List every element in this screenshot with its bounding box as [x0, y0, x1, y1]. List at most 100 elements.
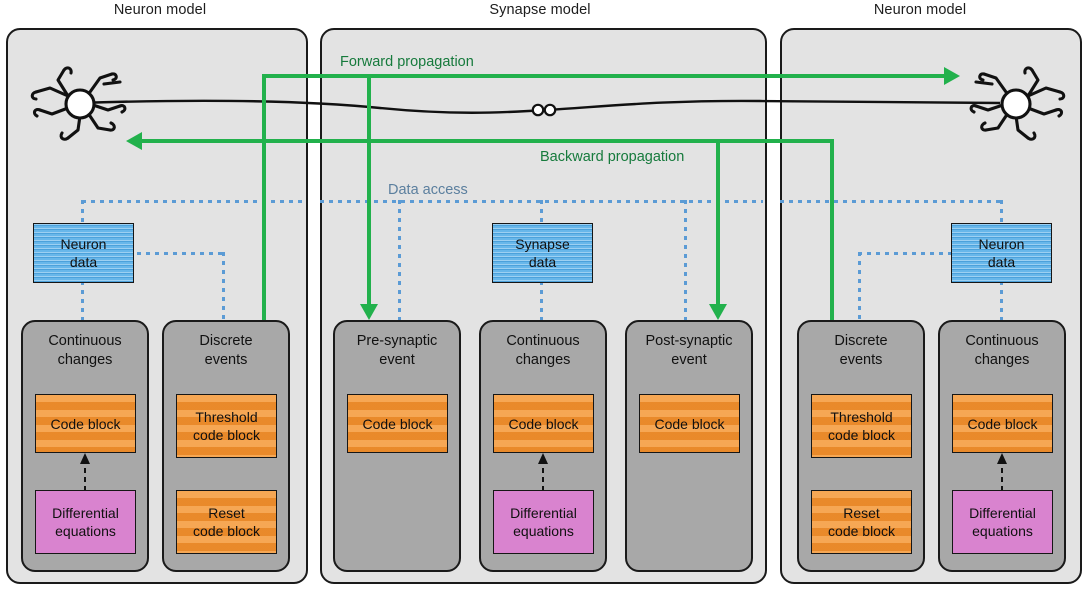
- subpanel-title: Continuous changes: [481, 332, 605, 370]
- block-label-line1: Reset: [208, 505, 245, 521]
- data-link-right-neurondata-down: [1000, 281, 1003, 321]
- block-label-line1: Neuron: [60, 236, 107, 252]
- title-line2: event: [379, 352, 415, 368]
- data-link-left-neurondata-down: [81, 281, 84, 321]
- title-line1: Continuous: [48, 333, 122, 349]
- forward-presynaptic-arrowhead: [360, 304, 378, 320]
- label-backward-propagation: Backward propagation: [540, 149, 685, 165]
- subpanel-title: Discrete events: [164, 332, 288, 370]
- data-link-left-to-discrete-h: [128, 252, 224, 255]
- dependency-arrow: [80, 453, 90, 491]
- block-left-neuron-data[interactable]: Neuron data: [33, 223, 134, 283]
- block-label-line2: equations: [513, 523, 574, 539]
- block-label-line1: Differential: [510, 505, 577, 521]
- block-code-block[interactable]: Code block: [493, 394, 594, 453]
- block-differential-equations[interactable]: Differential equations: [493, 490, 594, 554]
- label-forward-propagation: Forward propagation: [340, 54, 474, 70]
- subpanel-title: Continuous changes: [940, 332, 1064, 370]
- block-synapse-data[interactable]: Synapse data: [492, 223, 593, 283]
- block-differential-equations[interactable]: Differential equations: [35, 490, 136, 554]
- title-line1: Discrete: [834, 333, 888, 349]
- block-label: Code block: [508, 415, 579, 432]
- block-right-neuron-data[interactable]: Neuron data: [951, 223, 1052, 283]
- block-label-line1: Differential: [969, 505, 1036, 521]
- forward-propagation-arrowhead: [944, 67, 960, 85]
- subpanel-title: Discrete events: [799, 332, 923, 370]
- block-reset-code-block[interactable]: Reset code block: [811, 490, 912, 554]
- subpanel-pre-synaptic-event: Pre-synaptic event Code block: [333, 320, 461, 572]
- data-link-presyn: [398, 200, 401, 321]
- forward-propagation-line: [262, 74, 948, 78]
- block-label: Code block: [362, 415, 433, 432]
- column-title-right: Neuron model: [873, 2, 967, 18]
- backward-propagation-arrowhead: [126, 132, 142, 150]
- backward-postsynaptic-arrowhead: [709, 304, 727, 320]
- block-label-line1: Threshold: [195, 409, 258, 425]
- block-code-block[interactable]: Code block: [952, 394, 1053, 453]
- block-differential-equations[interactable]: Differential equations: [952, 490, 1053, 554]
- title-line1: Pre-synaptic: [356, 333, 438, 349]
- block-label-line2: data: [69, 254, 98, 270]
- column-title-middle: Synapse model: [489, 2, 591, 18]
- title-line1: Continuous: [965, 333, 1039, 349]
- title-line2: changes: [57, 352, 113, 368]
- title-line2: changes: [974, 352, 1030, 368]
- data-link-right-to-discrete-v: [858, 252, 861, 321]
- neuron-icon-left: [30, 66, 127, 141]
- subpanel-title: Post-synaptic event: [627, 332, 751, 370]
- dependency-arrow: [997, 453, 1007, 491]
- subpanel-left-discrete-events: Discrete events Threshold code block Res…: [162, 320, 290, 572]
- data-link-left-neurondata-up: [81, 200, 84, 224]
- block-label: Code block: [50, 415, 121, 432]
- block-label-line1: Differential: [52, 505, 119, 521]
- subpanel-left-continuous-changes: Continuous changes Code block Differenti…: [21, 320, 149, 572]
- data-access-bus-right: [780, 200, 1002, 203]
- block-label-line1: Neuron: [978, 236, 1025, 252]
- dependency-arrow: [538, 453, 548, 491]
- block-code-block[interactable]: Code block: [639, 394, 740, 453]
- neuron-icon-right: [969, 66, 1066, 141]
- data-link-postsyn: [684, 200, 687, 321]
- backward-into-postsynaptic: [716, 139, 720, 304]
- column-title-left: Neuron model: [113, 2, 207, 18]
- block-label-line2: equations: [55, 523, 116, 539]
- block-reset-code-block[interactable]: Reset code block: [176, 490, 277, 554]
- data-access-bus-left: [82, 200, 304, 203]
- backward-source-right-discrete: [830, 139, 834, 322]
- subpanel-right-discrete-events: Discrete events Threshold code block Res…: [797, 320, 925, 572]
- block-label-line2: data: [528, 254, 557, 270]
- data-link-synapsedata-up: [540, 200, 543, 224]
- block-label: Code block: [654, 415, 725, 432]
- forward-source-left-discrete: [262, 74, 266, 322]
- block-label-line2: equations: [972, 523, 1033, 539]
- subpanel-synapse-continuous-changes: Continuous changes Code block Differenti…: [479, 320, 607, 572]
- forward-into-presynaptic: [367, 74, 371, 304]
- title-line2: changes: [515, 352, 571, 368]
- block-label: Code block: [967, 415, 1038, 432]
- block-label-line2: code block: [828, 523, 895, 539]
- title-line2: event: [671, 352, 707, 368]
- backward-propagation-line: [140, 139, 834, 143]
- subpanel-right-continuous-changes: Continuous changes Code block Differenti…: [938, 320, 1066, 572]
- title-line1: Post-synaptic: [645, 333, 733, 349]
- block-label-line1: Synapse: [515, 236, 570, 252]
- block-label-line2: code block: [193, 427, 260, 443]
- data-link-left-to-discrete-v: [222, 252, 225, 321]
- data-link-synapsedata-down: [540, 281, 543, 321]
- title-line1: Continuous: [506, 333, 580, 349]
- block-label-line2: data: [987, 254, 1016, 270]
- subpanel-title: Continuous changes: [23, 332, 147, 370]
- block-code-block[interactable]: Code block: [35, 394, 136, 453]
- title-line2: events: [204, 352, 248, 368]
- block-threshold-code-block[interactable]: Threshold code block: [811, 394, 912, 458]
- title-line1: Discrete: [199, 333, 253, 349]
- block-threshold-code-block[interactable]: Threshold code block: [176, 394, 277, 458]
- subpanel-title: Pre-synaptic event: [335, 332, 459, 370]
- block-label-line1: Reset: [843, 505, 880, 521]
- data-link-right-to-discrete-h: [858, 252, 954, 255]
- block-code-block[interactable]: Code block: [347, 394, 448, 453]
- label-data-access: Data access: [388, 182, 468, 198]
- block-label-line2: code block: [193, 523, 260, 539]
